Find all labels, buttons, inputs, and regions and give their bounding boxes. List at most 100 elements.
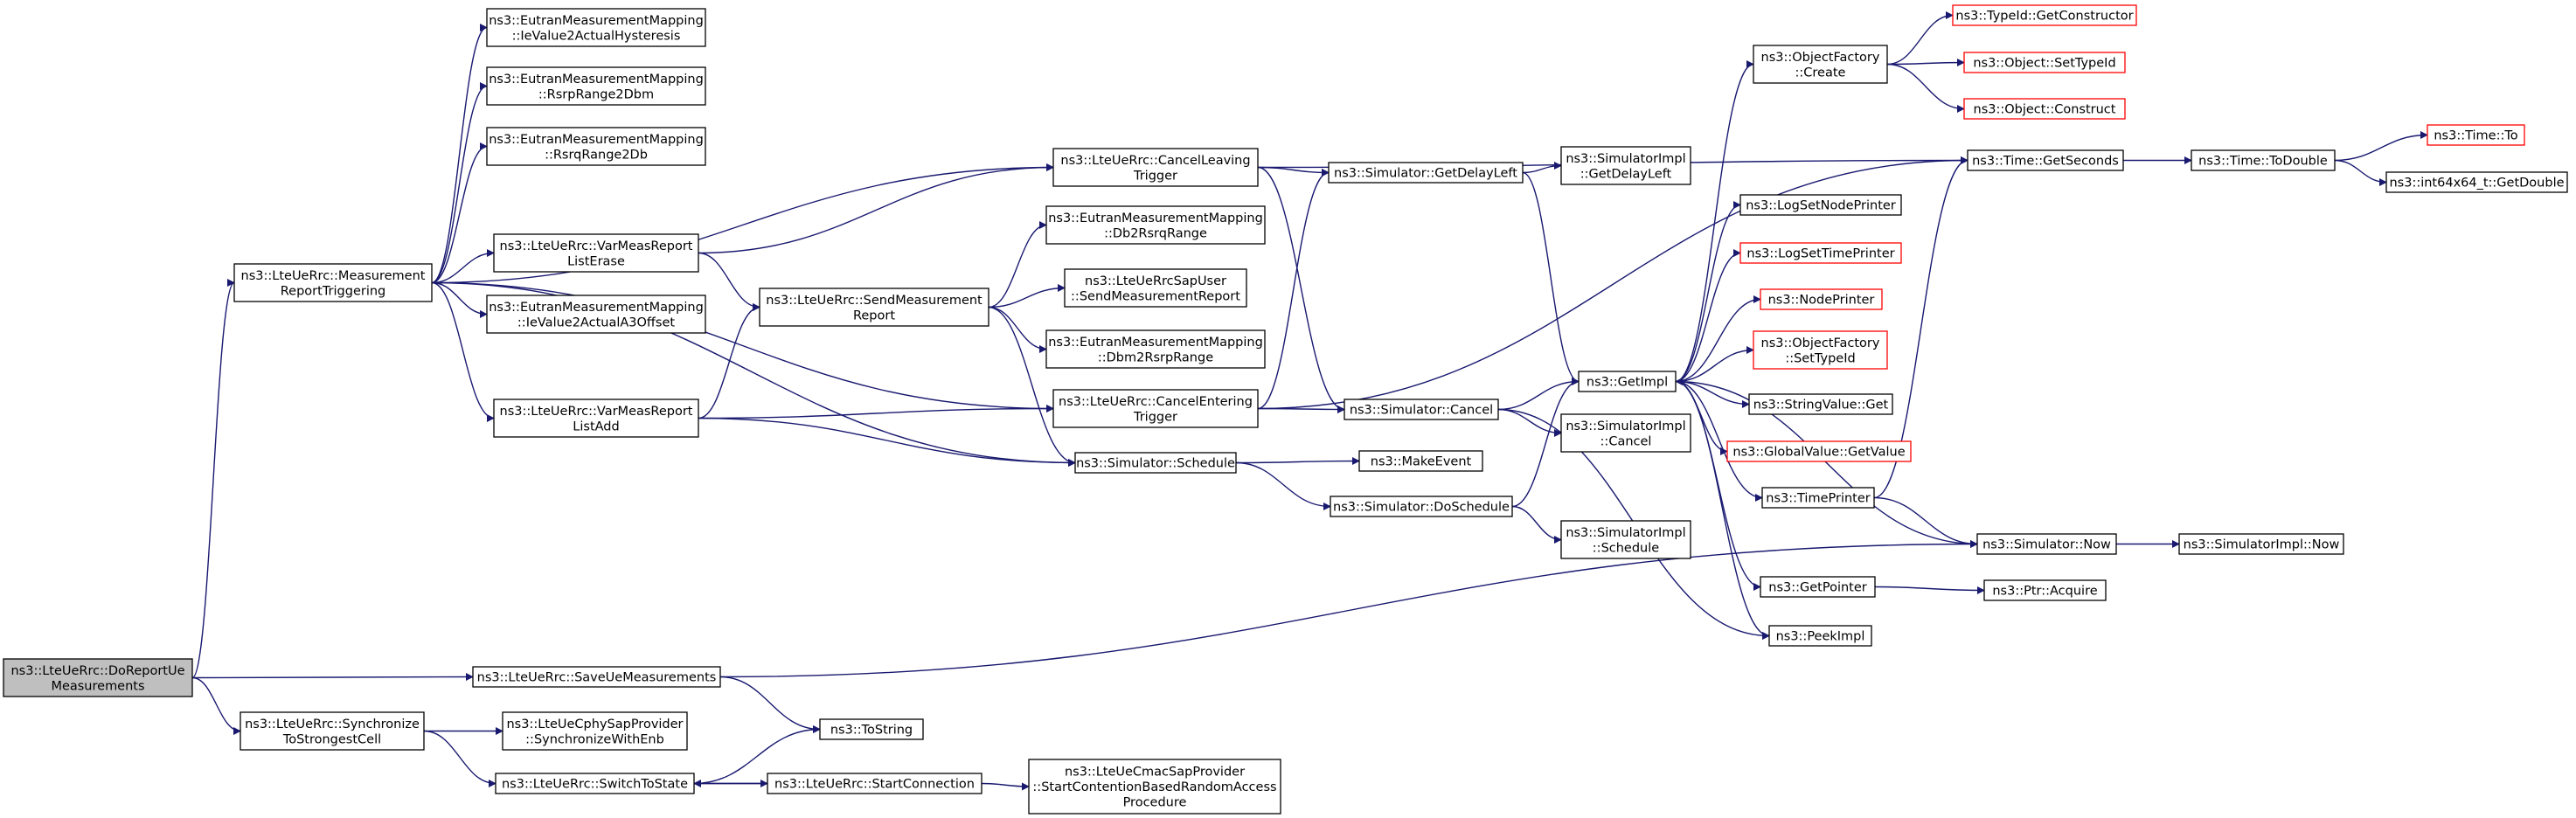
node-sapuser[interactable]: ns3::LteUeRrcSapUser::SendMeasurementRep… (1064, 268, 1247, 308)
node-sendmeas[interactable]: ns3::LteUeRrc::SendMeasurementReport (759, 288, 989, 327)
node-box (486, 127, 706, 166)
node-box (1761, 487, 1875, 509)
node-getpointer[interactable]: ns3::GetPointer (1760, 576, 1876, 598)
node-implsched[interactable]: ns3::SimulatorImpl::Schedule (1560, 520, 1691, 559)
node-label: ::IeValue2ActualHysteresis (512, 29, 681, 43)
node-label: ns3::GetPointer (1768, 581, 1867, 595)
node-saveue[interactable]: ns3::LteUeRrc::SaveUeMeasurements (472, 666, 721, 688)
node-implnow[interactable]: ns3::SimulatorImpl::Now (2178, 533, 2344, 555)
node-label: ns3::int64x64_t::GetDouble (2389, 177, 2564, 191)
edge-objcreate-to-typeidctor (1886, 11, 1954, 66)
node-box (240, 711, 425, 751)
node-label: ns3::Simulator::Now (1982, 538, 2111, 552)
node-implcancel[interactable]: ns3::SimulatorImpl::Cancel (1560, 413, 1691, 453)
node-nodeprinter[interactable]: ns3::NodePrinter (1760, 288, 1883, 310)
node-makeevent[interactable]: ns3::MakeEvent (1358, 450, 1483, 472)
node-db2rsrq[interactable]: ns3::EutranMeasurementMapping::Db2RsrqRa… (1045, 205, 1266, 245)
node-objsettypeid[interactable]: ns3::Object::SetTypeId (1963, 52, 2126, 73)
node-hyst[interactable]: ns3::EutranMeasurementMapping::IeValue2A… (486, 8, 706, 47)
node-tostring[interactable]: ns3::ToString (819, 718, 924, 740)
node-box (493, 233, 699, 273)
node-label: ReportTriggering (281, 284, 386, 298)
node-schedule[interactable]: ns3::Simulator::Schedule (1074, 452, 1237, 474)
node-objcreate[interactable]: ns3::ObjectFactory::Create (1753, 45, 1888, 84)
node-logsettime[interactable]: ns3::LogSetTimePrinter (1739, 242, 1902, 264)
node-rsrp2dbm[interactable]: ns3::EutranMeasurementMapping::RsrpRange… (486, 66, 706, 106)
node-box (1358, 450, 1483, 472)
node-label: ns3::SimulatorImpl (1566, 526, 1685, 540)
node-startconn[interactable]: ns3::LteUeRrc::StartConnection (767, 773, 982, 794)
node-label: ns3::NodePrinter (1768, 294, 1875, 308)
edge-sendmeas-to-db2rsrq (988, 221, 1047, 308)
node-typeidctor[interactable]: ns3::TypeId::GetConstructor (1952, 4, 2137, 26)
node-label: ::SynchronizeWithEnb (525, 732, 664, 746)
node-label: ::Db2RsrqRange (1104, 226, 1207, 240)
node-label: ns3::MakeEvent (1371, 455, 1472, 469)
node-box (819, 718, 924, 740)
node-getimpl[interactable]: ns3::GetImpl (1578, 371, 1677, 392)
edge-startconn-to-cmacsap (981, 782, 1030, 791)
node-label: ::Create (1795, 66, 1846, 80)
edge-measrep-to-hyst (431, 24, 488, 284)
node-a3off[interactable]: ns3::EutranMeasurementMapping::IeValue2A… (486, 295, 706, 334)
node-box (472, 666, 721, 688)
node-label: ns3::LteUeRrc::DoReportUe (10, 664, 184, 678)
node-todouble[interactable]: ns3::Time::ToDouble (2191, 149, 2336, 171)
node-dbm2rsrp[interactable]: ns3::EutranMeasurementMapping::Dbm2RsrpR… (1045, 329, 1266, 369)
node-strval[interactable]: ns3::StringValue::Get (1748, 393, 1893, 415)
edge-cancelleave-to-cancel (1257, 166, 1345, 413)
node-label: ::SendMeasurementReport (1071, 289, 1240, 303)
node-cphysync[interactable]: ns3::LteUeCphySapProvider::SynchronizeWi… (502, 711, 688, 751)
node-label: Trigger (1133, 169, 1177, 183)
node-label: ns3::Time::ToDouble (2198, 155, 2328, 169)
node-box (1074, 452, 1237, 474)
node-peekimpl[interactable]: ns3::PeekImpl (1768, 625, 1872, 647)
node-label: ns3::LteUeCphySapProvider (506, 717, 683, 731)
edge-getimpl-to-logsetnode (1675, 201, 1741, 383)
node-box (1760, 576, 1876, 598)
node-rsrq2db[interactable]: ns3::EutranMeasurementMapping::RsrqRange… (486, 127, 706, 166)
node-measrep[interactable]: ns3::LteUeRrc::MeasurementReportTriggeri… (233, 263, 433, 302)
node-getdelay[interactable]: ns3::Simulator::GetDelayLeft (1328, 162, 1524, 184)
node-implgetdelay[interactable]: ns3::SimulatorImpl::GetDelayLeft (1560, 146, 1691, 185)
node-cmacsap[interactable]: ns3::LteUeCmacSapProvider::StartContenti… (1028, 759, 1281, 815)
node-ptracquire[interactable]: ns3::Ptr::Acquire (1983, 579, 2107, 601)
node-label: ns3::LogSetNodePrinter (1746, 199, 1896, 213)
node-sync[interactable]: ns3::LteUeRrc::SynchronizeToStrongestCel… (240, 711, 425, 751)
node-label: ns3::EutranMeasurementMapping (489, 133, 704, 147)
node-objsettype[interactable]: ns3::ObjectFactory::SetTypeId (1753, 330, 1888, 370)
node-label: ns3::Object::SetTypeId (1973, 57, 2115, 71)
node-box (1768, 625, 1872, 647)
node-timeto[interactable]: ns3::Time::To (2427, 124, 2525, 146)
edge-getimpl-to-nodeprinter (1675, 295, 1761, 383)
node-cancel[interactable]: ns3::Simulator::Cancel (1344, 399, 1499, 420)
node-getseconds[interactable]: ns3::Time::GetSeconds (1967, 149, 2124, 171)
node-switch[interactable]: ns3::LteUeRrc::SwitchToState (495, 773, 695, 794)
node-int64[interactable]: ns3::int64x64_t::GetDouble (2385, 171, 2568, 193)
node-dosched[interactable]: ns3::Simulator::DoSchedule (1330, 496, 1513, 517)
node-logsetnode[interactable]: ns3::LogSetNodePrinter (1739, 194, 1902, 216)
node-box (1760, 288, 1883, 310)
node-objconstruct[interactable]: ns3::Object::Construct (1963, 98, 2126, 120)
node-label: ns3::LteUeRrcSapUser (1085, 274, 1226, 288)
edge-objcreate-to-objconstruct (1886, 63, 1965, 113)
node-label: ns3::Simulator::Schedule (1076, 457, 1235, 471)
node-box (502, 711, 688, 751)
node-label: ListErase (567, 254, 625, 268)
node-label: Procedure (1123, 796, 1187, 810)
node-simnow[interactable]: ns3::Simulator::Now (1976, 533, 2117, 555)
node-timeprinter[interactable]: ns3::TimePrinter (1761, 487, 1875, 509)
node-label: ns3::LteUeRrc::SwitchToState (502, 778, 688, 792)
node-globval[interactable]: ns3::GlobalValue::GetValue (1726, 440, 1912, 462)
node-box (1739, 194, 1902, 216)
node-label: ns3::EutranMeasurementMapping (489, 301, 704, 315)
node-box (486, 295, 706, 334)
edge-measrep-to-rsrp2dbm (431, 82, 488, 284)
edge-varadd-to-sendmeas (698, 303, 760, 419)
node-box (1328, 162, 1524, 184)
